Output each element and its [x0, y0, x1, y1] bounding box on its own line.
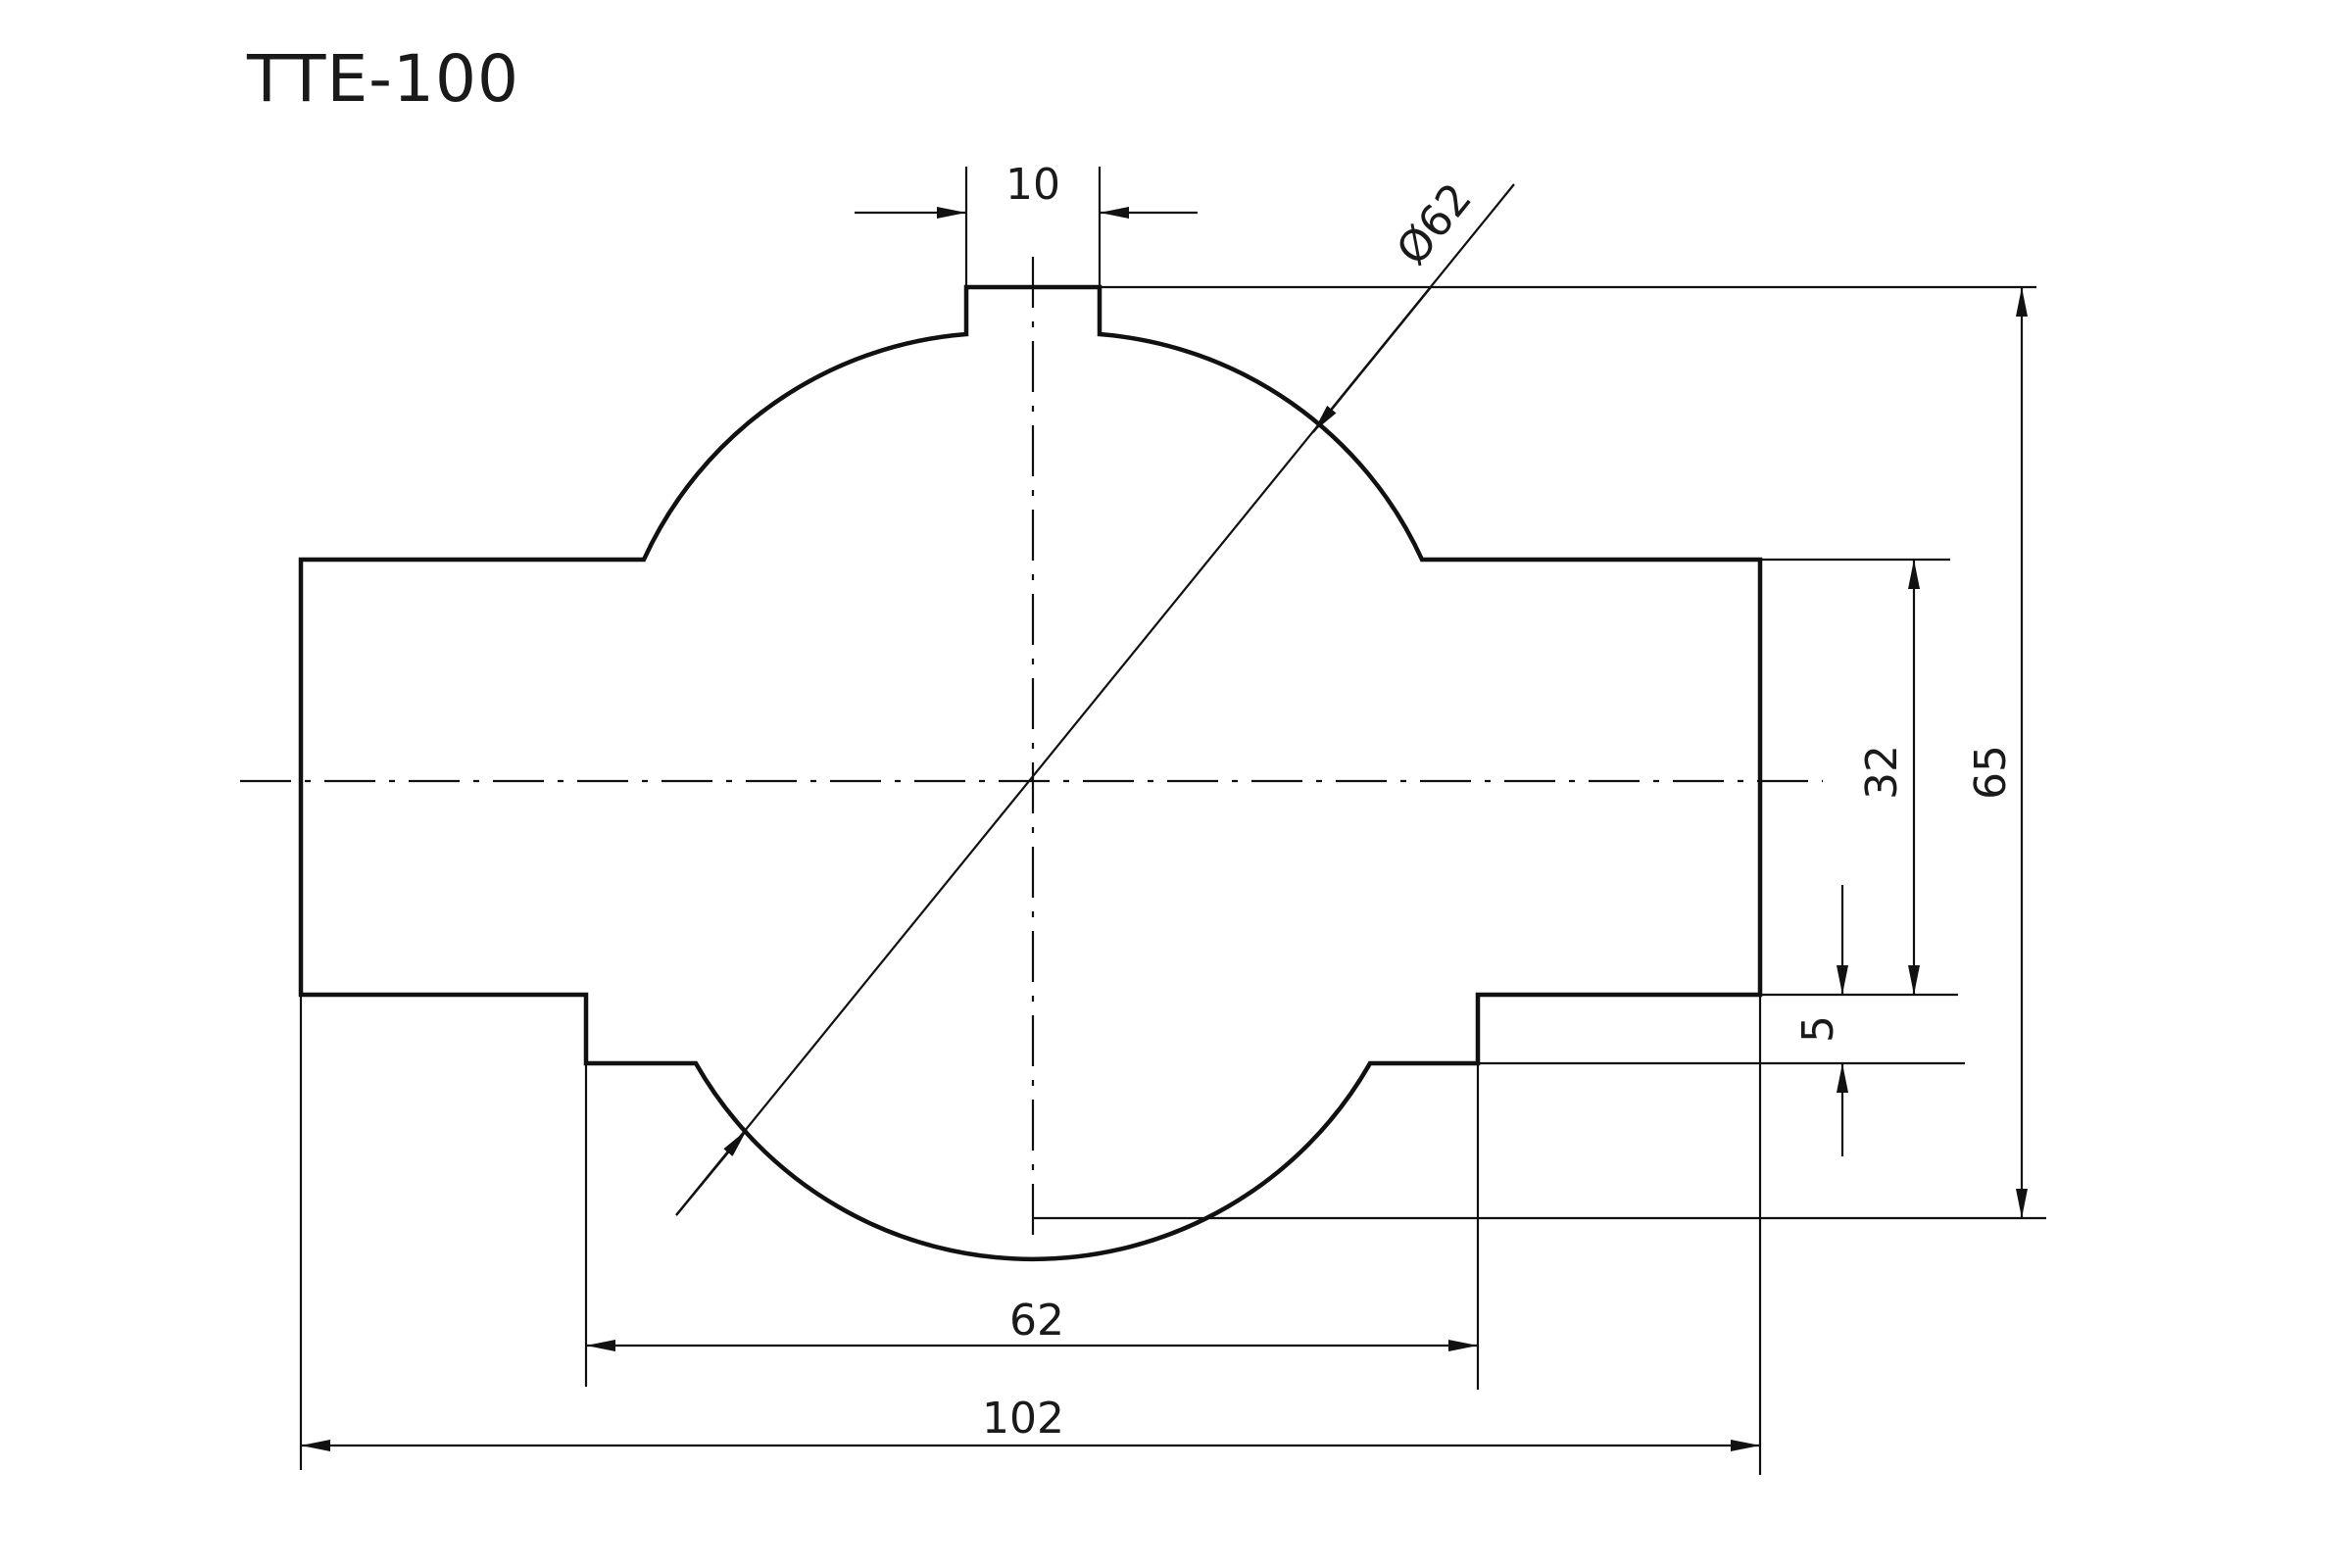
dim-label-overall-height: 65: [1966, 745, 2016, 800]
dim-label-overall-width: 102: [982, 1394, 1064, 1444]
dim-overall-height: 65: [1033, 285, 2046, 1220]
dim-lower-width: 62: [584, 995, 1480, 1390]
dim-overall-width: 102: [299, 995, 1762, 1475]
dim-label-body-height: 32: [1857, 745, 1907, 800]
dim-top-width: 10: [855, 160, 1198, 287]
dim-label-top-width: 10: [1005, 160, 1060, 210]
dim-label-step: 5: [1793, 1015, 1843, 1043]
drawing-title: TTE-100: [247, 41, 519, 117]
dim-diameter: Ø62: [675, 174, 1515, 1216]
dim-label-diameter: Ø62: [1387, 174, 1482, 275]
dim-step: 5: [1478, 885, 1965, 1156]
dim-body-height: 32: [1760, 558, 1958, 997]
part-outline: [298, 284, 1763, 1262]
dim-label-lower-width: 62: [1009, 1296, 1064, 1346]
